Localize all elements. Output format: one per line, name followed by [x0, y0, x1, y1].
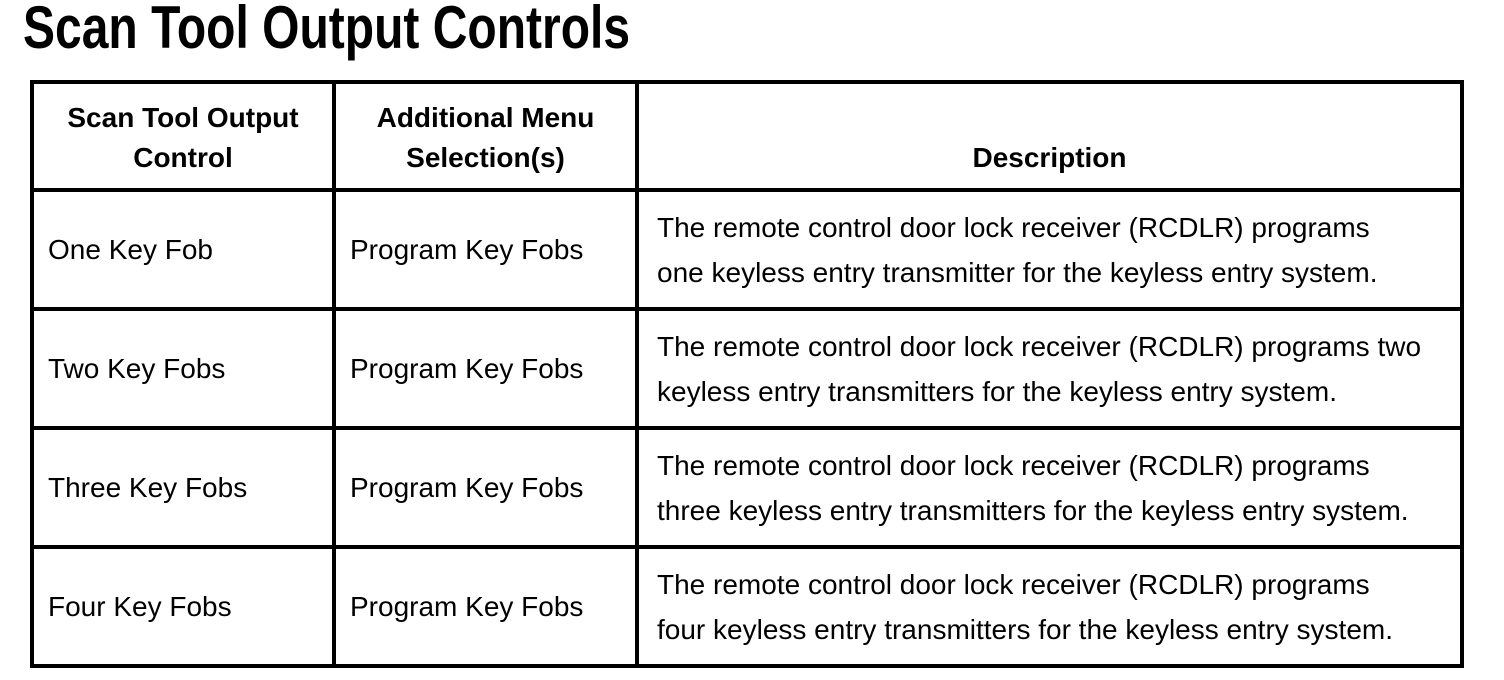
table-header-row: Scan Tool Output Control Additional Menu… [30, 80, 1464, 192]
table-row: Four Key Fobs Program Key Fobs The remot… [30, 545, 1464, 668]
scan-tool-output-controls-table: Scan Tool Output Control Additional Menu… [30, 80, 1464, 668]
column-header-scan-tool-output-control: Scan Tool Output Control [30, 80, 336, 192]
cell-control: Three Key Fobs [30, 426, 336, 549]
page-title: Scan Tool Output Controls [23, 0, 1504, 61]
table-row: Two Key Fobs Program Key Fobs The remote… [30, 307, 1464, 430]
page-title-text: Scan Tool Output Controls [23, 0, 631, 61]
cell-description: The remote control door lock receiver (R… [635, 307, 1464, 430]
column-header-description: Description [635, 80, 1464, 192]
cell-menu-selection: Program Key Fobs [332, 545, 639, 668]
cell-menu-selection: Program Key Fobs [332, 426, 639, 549]
cell-description: The remote control door lock receiver (R… [635, 545, 1464, 668]
column-header-additional-menu-selections: Additional Menu Selection(s) [332, 80, 639, 192]
cell-menu-selection: Program Key Fobs [332, 307, 639, 430]
cell-description: The remote control door lock receiver (R… [635, 426, 1464, 549]
table-row: Three Key Fobs Program Key Fobs The remo… [30, 426, 1464, 549]
cell-description: The remote control door lock receiver (R… [635, 188, 1464, 311]
table-row: One Key Fob Program Key Fobs The remote … [30, 188, 1464, 311]
cell-control: One Key Fob [30, 188, 336, 311]
cell-menu-selection: Program Key Fobs [332, 188, 639, 311]
cell-control: Four Key Fobs [30, 545, 336, 668]
cell-control: Two Key Fobs [30, 307, 336, 430]
